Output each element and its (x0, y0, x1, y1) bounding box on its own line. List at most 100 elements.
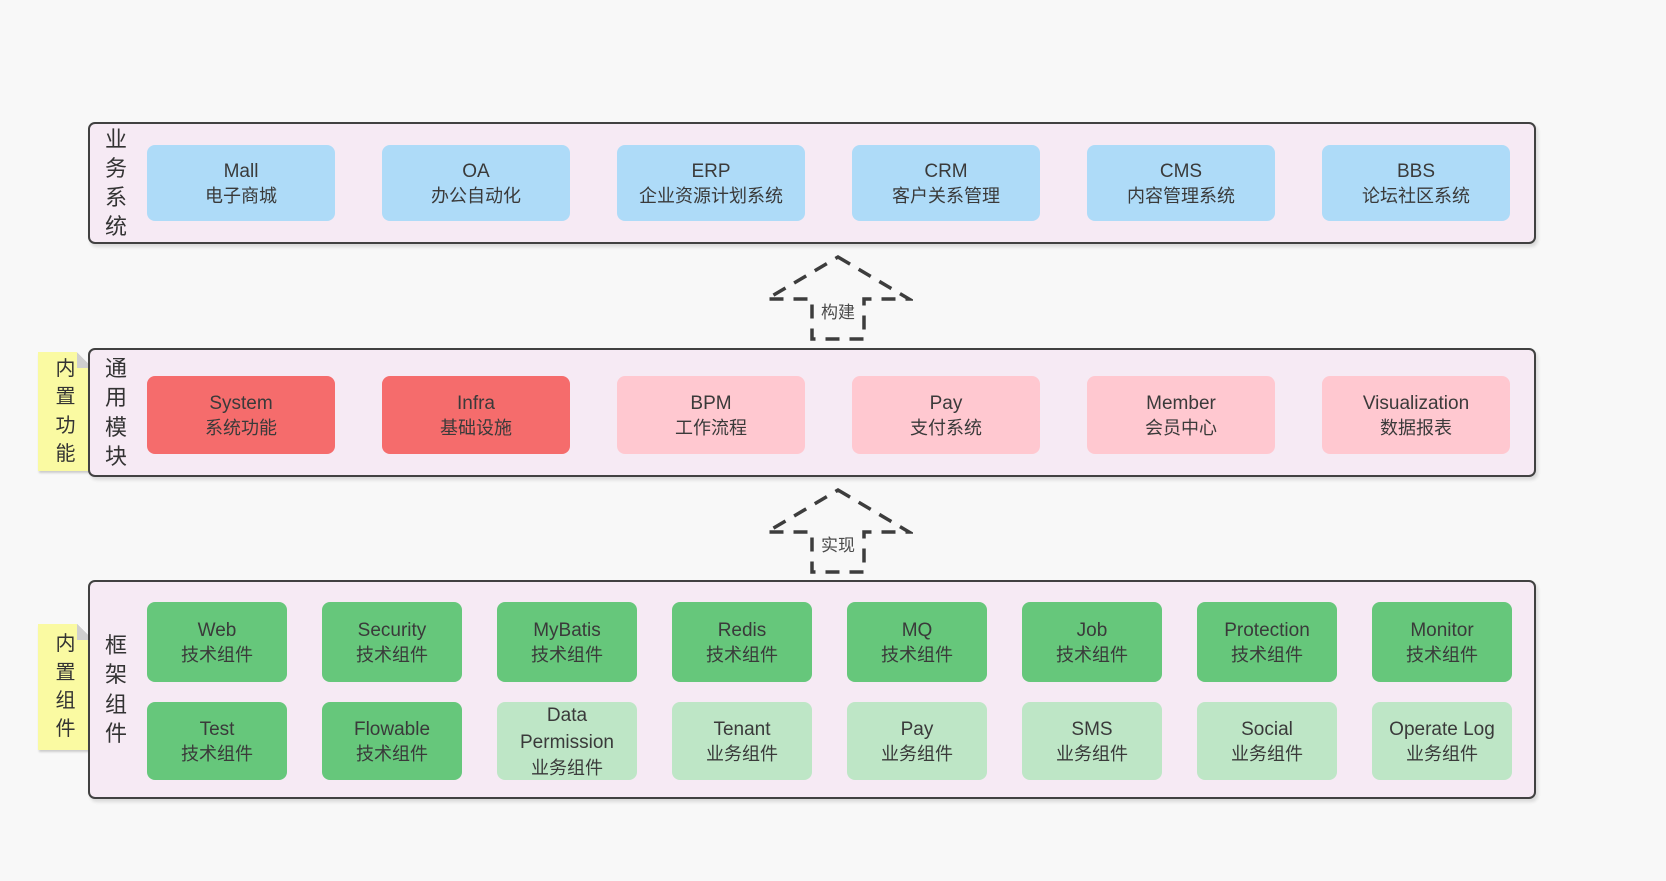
business-systems-panel: 业务系统 Mall 电子商城 OA 办公自动化 ERP 企业资源计划系统 CRM… (88, 122, 1536, 244)
arrow-up-icon (763, 487, 913, 574)
component-box-data-permission: Data Permission 业务组件 (497, 702, 637, 780)
component-name: Data Permission (520, 704, 614, 754)
module-subtitle: 内容管理系统 (1127, 186, 1235, 207)
module-subtitle: 论坛社区系统 (1362, 186, 1470, 207)
arrow-up-icon (763, 254, 913, 341)
component-box-web: Web 技术组件 (147, 602, 287, 682)
component-name: Tenant (713, 718, 771, 740)
module-name: BBS (1396, 160, 1436, 182)
component-name: Pay (900, 718, 934, 740)
component-subtitle: 技术组件 (356, 744, 428, 765)
business-boxes-row: Mall 电子商城 OA 办公自动化 ERP 企业资源计划系统 CRM 客户关系… (147, 145, 1510, 221)
side-label-text: 框架组件 (104, 633, 127, 746)
business-panel-side-label: 业务系统 (100, 124, 132, 242)
component-subtitle: 业务组件 (1056, 744, 1128, 765)
arrow-label: 构建 (818, 298, 858, 323)
component-box-mybatis: MyBatis 技术组件 (497, 602, 637, 682)
component-box-test: Test 技术组件 (147, 702, 287, 780)
module-name: Member (1146, 392, 1216, 414)
module-name: BPM (690, 392, 732, 414)
component-box-monitor: Monitor 技术组件 (1372, 602, 1512, 682)
component-subtitle: 业务组件 (1406, 744, 1478, 765)
framework-panel-side-label: 框架组件 (100, 582, 132, 797)
module-box-mall: Mall 电子商城 (147, 145, 335, 221)
module-box-cms: CMS 内容管理系统 (1087, 145, 1275, 221)
module-name: CRM (924, 160, 968, 182)
component-subtitle: 技术组件 (1231, 645, 1303, 666)
build-arrow: 构建 (763, 254, 913, 342)
module-name: System (209, 392, 273, 414)
component-name: Flowable (353, 718, 431, 740)
module-subtitle: 系统功能 (205, 418, 277, 439)
component-box-job: Job 技术组件 (1022, 602, 1162, 682)
module-box-system: System 系统功能 (147, 376, 335, 454)
component-box-security: Security 技术组件 (322, 602, 462, 682)
component-box-flowable: Flowable 技术组件 (322, 702, 462, 780)
module-name: OA (462, 160, 490, 182)
module-subtitle: 数据报表 (1380, 418, 1452, 439)
component-name: MQ (901, 619, 933, 641)
component-name: Security (357, 619, 427, 641)
component-box-redis: Redis 技术组件 (672, 602, 812, 682)
component-subtitle: 业务组件 (706, 744, 778, 765)
component-box-social: Social 业务组件 (1197, 702, 1337, 780)
module-box-erp: ERP 企业资源计划系统 (617, 145, 805, 221)
framework-row-1: Web 技术组件 Security 技术组件 MyBatis 技术组件 Redi… (147, 602, 1512, 682)
note-text: 内置组件 (55, 633, 76, 741)
modules-panel-side-label: 通用模块 (100, 350, 132, 475)
component-subtitle: 技术组件 (1406, 645, 1478, 666)
component-subtitle: 技术组件 (356, 645, 428, 666)
arrow-label: 实现 (818, 531, 858, 556)
note-text: 内置功能 (55, 357, 76, 465)
module-box-member: Member 会员中心 (1087, 376, 1275, 454)
side-label-text: 业务系统 (104, 126, 127, 240)
module-name: Visualization (1362, 392, 1470, 414)
component-box-tenant: Tenant 业务组件 (672, 702, 812, 780)
component-name: MyBatis (533, 619, 601, 641)
module-name: CMS (1159, 160, 1203, 182)
component-subtitle: 业务组件 (1231, 744, 1303, 765)
component-name: Job (1076, 619, 1108, 641)
module-box-pay: Pay 支付系统 (852, 376, 1040, 454)
builtin-features-note: 内置功能 (38, 352, 93, 471)
builtin-components-note: 内置组件 (38, 624, 93, 750)
implement-arrow: 实现 (763, 487, 913, 575)
module-subtitle: 基础设施 (440, 418, 512, 439)
module-name: ERP (691, 160, 731, 182)
component-name: Protection (1224, 619, 1310, 641)
module-subtitle: 会员中心 (1145, 418, 1217, 439)
component-name: SMS (1071, 718, 1113, 740)
module-box-bpm: BPM 工作流程 (617, 376, 805, 454)
component-name: Redis (717, 619, 767, 641)
component-box-sms: SMS 业务组件 (1022, 702, 1162, 780)
component-subtitle: 技术组件 (531, 645, 603, 666)
module-subtitle: 工作流程 (675, 418, 747, 439)
module-name: Infra (456, 392, 496, 414)
module-box-crm: CRM 客户关系管理 (852, 145, 1040, 221)
component-subtitle: 技术组件 (181, 744, 253, 765)
component-subtitle: 技术组件 (1056, 645, 1128, 666)
common-modules-panel: 通用模块 System 系统功能 Infra 基础设施 BPM 工作流程 Pay… (88, 348, 1536, 477)
component-subtitle: 技术组件 (706, 645, 778, 666)
component-subtitle: 业务组件 (881, 744, 953, 765)
component-subtitle: 技术组件 (181, 645, 253, 666)
module-subtitle: 办公自动化 (431, 186, 521, 207)
component-box-protection: Protection 技术组件 (1197, 602, 1337, 682)
component-name: Operate Log (1389, 718, 1495, 740)
module-subtitle: 企业资源计划系统 (639, 186, 783, 207)
module-name: Mall (223, 160, 259, 182)
module-box-bbs: BBS 论坛社区系统 (1322, 145, 1510, 221)
framework-components-panel: 框架组件 Web 技术组件 Security 技术组件 MyBatis 技术组件… (88, 580, 1536, 799)
side-label-text: 通用模块 (104, 356, 127, 469)
module-subtitle: 支付系统 (910, 418, 982, 439)
component-box-operate-log: Operate Log 业务组件 (1372, 702, 1512, 780)
component-name: Web (197, 619, 237, 641)
component-name: Monitor (1410, 619, 1474, 641)
component-box-mq: MQ 技术组件 (847, 602, 987, 682)
module-subtitle: 电子商城 (205, 186, 277, 207)
module-box-oa: OA 办公自动化 (382, 145, 570, 221)
component-subtitle: 业务组件 (531, 757, 603, 778)
module-subtitle: 客户关系管理 (892, 186, 1000, 207)
modules-boxes-row: System 系统功能 Infra 基础设施 BPM 工作流程 Pay 支付系统… (147, 376, 1510, 454)
